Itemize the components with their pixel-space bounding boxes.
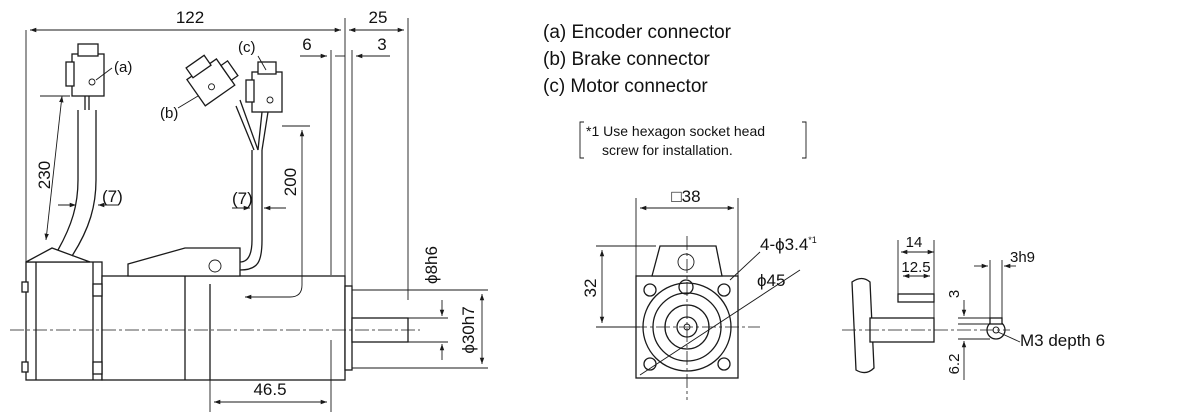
mount-hole (717, 357, 731, 371)
screw-head (21, 361, 29, 373)
screw-head (21, 281, 29, 293)
dim-spigot-dia: ϕ30h7 (459, 306, 478, 353)
pcd-leader (639, 269, 801, 376)
dim-pcd: ϕ45 (757, 271, 785, 290)
label-c: (c) (238, 39, 256, 56)
encoder-connector-latch (77, 43, 99, 57)
encoder-connector-clip (65, 61, 75, 87)
note-bracket-right (802, 121, 807, 159)
leader-c (257, 55, 267, 71)
encoder-cable (71, 110, 97, 257)
connector-pin (266, 96, 274, 104)
dim-base-length: 46.5 (253, 380, 286, 399)
dim-cable-dia-a: (7) (102, 187, 123, 206)
mount-hole (643, 283, 657, 297)
rib (92, 283, 103, 297)
dim-cable-dia-c: (7) (232, 189, 253, 208)
note-line-1: *1 Use hexagon socket head (586, 123, 765, 139)
holes-leader (729, 251, 761, 281)
dimension-230 (44, 95, 64, 241)
flange-section (851, 277, 875, 374)
dim-total-length: 122 (176, 8, 204, 27)
note-line-2: screw for installation. (602, 142, 733, 158)
installation-note: *1 Use hexagon socket head screw for ins… (579, 121, 807, 159)
shaft-detail: 14 12.5 3h9 3 6.2 M3 depth 6 (842, 234, 1105, 380)
encoder-cable (57, 110, 79, 251)
leader-a (95, 67, 113, 81)
dim-cable-c: 200 (281, 168, 300, 196)
dim-shaft-dia: ϕ8h6 (422, 246, 441, 284)
dim-spigot-offset: 3 (377, 35, 386, 54)
encoder-connector (71, 53, 105, 97)
dim-height: 32 (581, 279, 600, 298)
legend-motor: (c) Motor connector (543, 76, 708, 97)
dim-key-usable: 12.5 (901, 259, 930, 276)
legend-brake: (b) Brake connector (543, 49, 711, 70)
housing-screw (677, 253, 695, 271)
cable-lead (261, 111, 269, 151)
cable-lead (257, 111, 263, 151)
brake-housing (127, 247, 241, 277)
tap-leader (997, 331, 1021, 343)
dim-key-length: 14 (906, 234, 923, 251)
connector-pin (88, 78, 96, 86)
encoder-housing (25, 247, 91, 263)
dim-key-height: 3 (946, 290, 963, 298)
dim-flange-offset: 6 (302, 35, 311, 54)
dim-key-width: 3h9 (1010, 249, 1035, 266)
key-end (989, 317, 1003, 325)
motor-connector-clip (245, 79, 255, 103)
dimension-200 (245, 130, 305, 300)
housing-screw (208, 259, 222, 273)
motor-connector-latch (257, 61, 277, 75)
note-bracket-left (579, 121, 584, 159)
dim-shaft-length: 25 (369, 8, 388, 27)
dim-flange-square: □38 (671, 187, 700, 206)
rib (92, 361, 103, 375)
mount-hole (717, 283, 731, 297)
dim-tap: M3 depth 6 (1020, 331, 1105, 350)
flange (344, 285, 353, 371)
dim-holes: 4-ϕ3.4*1 (760, 235, 817, 254)
label-b: (b) (160, 105, 178, 122)
front-view: □38 32 4-ϕ3.4*1 ϕ45 (581, 187, 817, 400)
brake-connector (185, 54, 239, 107)
dim-key-offset: 6.2 (946, 354, 963, 375)
side-view: 122 25 6 3 (a) (10, 8, 488, 412)
legend-encoder: (a) Encoder connector (543, 22, 732, 43)
legend: (a) Encoder connector (b) Brake connecto… (543, 22, 732, 97)
leader-b (177, 95, 199, 109)
dim-cable-a: 230 (35, 161, 54, 189)
motor-connector (251, 71, 283, 113)
encoder-cover (25, 261, 103, 381)
label-a: (a) (114, 59, 132, 76)
mounting-boss (678, 279, 694, 295)
motor-body (101, 275, 346, 381)
tapped-hole (992, 326, 1000, 334)
key (897, 293, 935, 303)
